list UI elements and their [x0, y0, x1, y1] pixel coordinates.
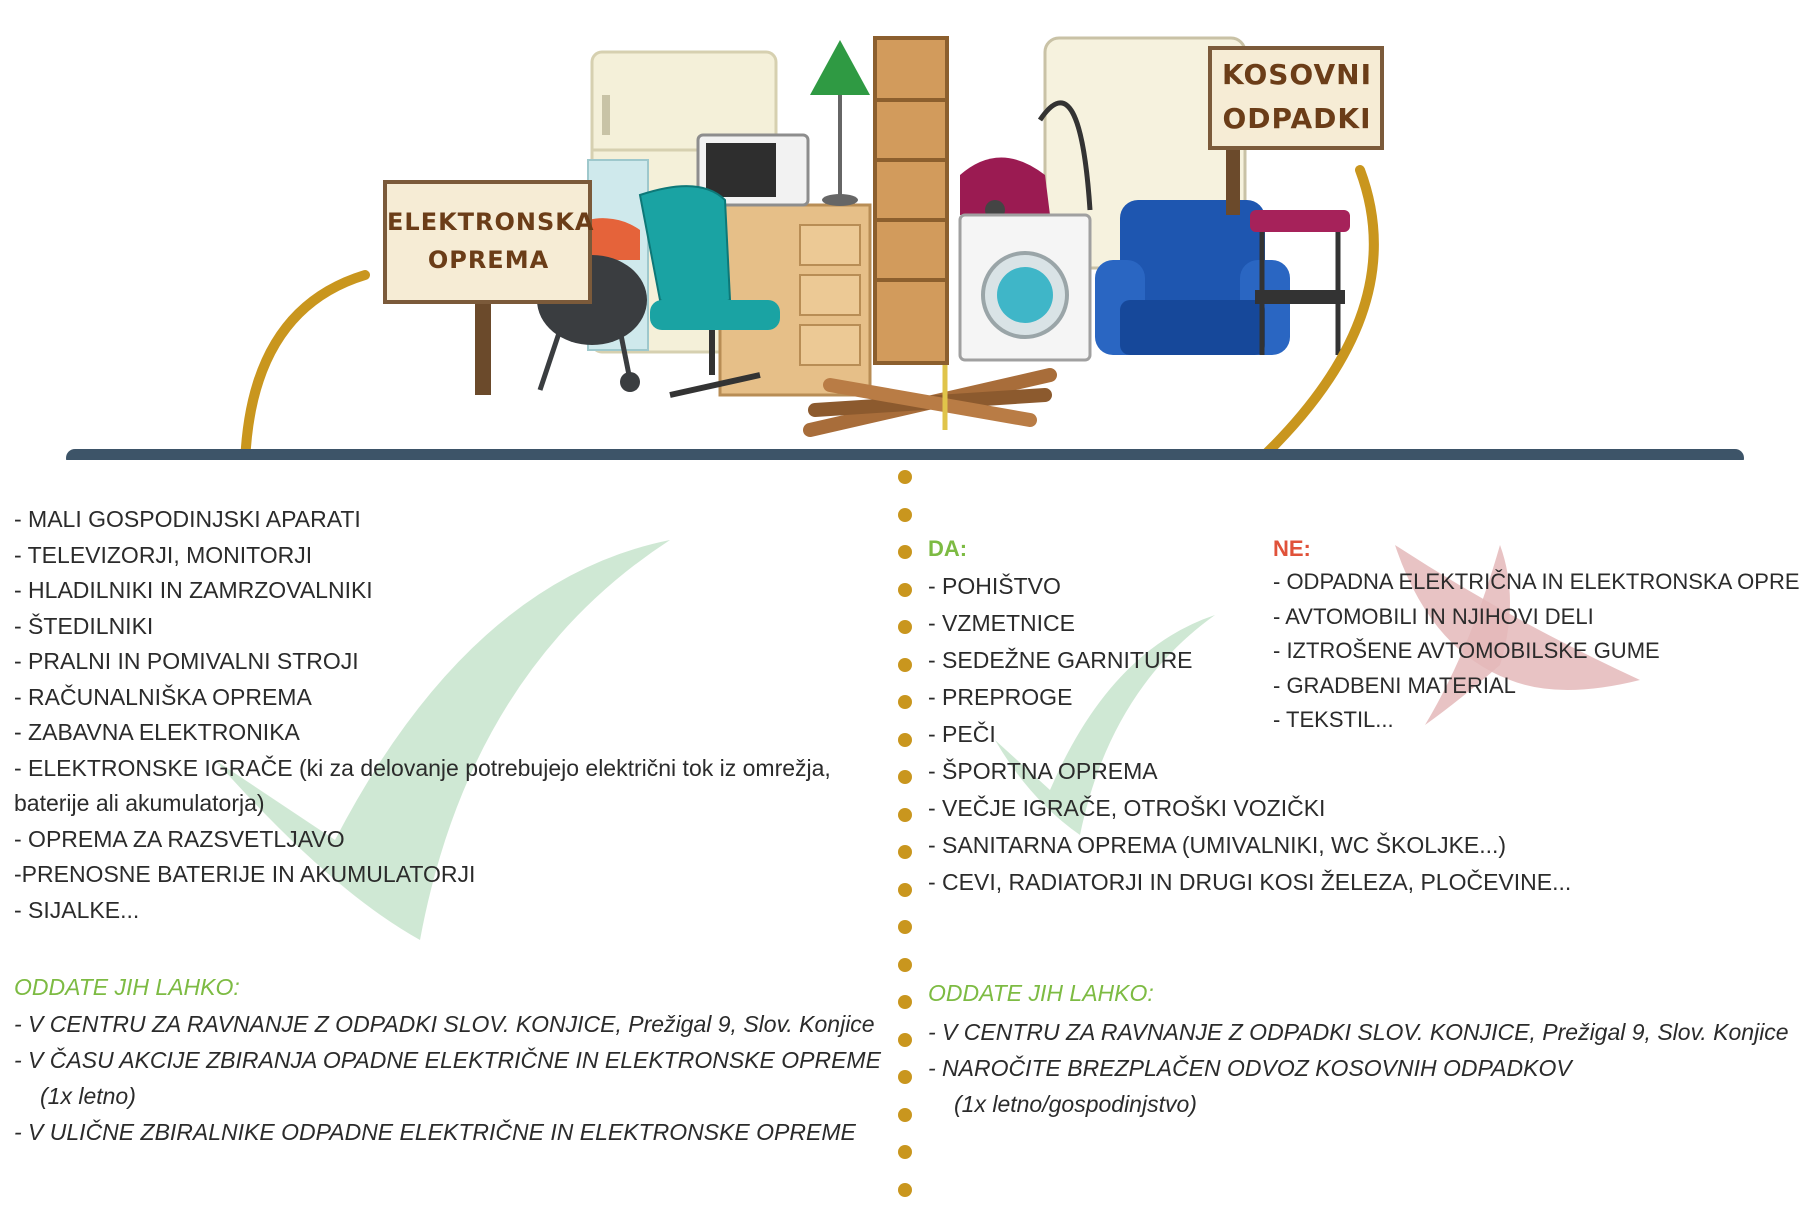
list-item: - ŠTEDILNIKI — [14, 612, 154, 639]
list-item: - IZTROŠENE AVTOMOBILSKE GUME — [1273, 638, 1660, 663]
ne-label: NE: — [1273, 536, 1311, 561]
list-item: - PRALNI IN POMIVALNI STROJI — [14, 648, 359, 674]
bulky-waste-yes-list: - POHIŠTVO - VZMETNICE - SEDEŽNE GARNITU… — [928, 568, 1571, 901]
list-item: - CEVI, RADIATORJI IN DRUGI KOSI ŽELEZA,… — [928, 869, 1572, 895]
list-item: - TEKSTIL... — [1273, 707, 1394, 732]
washing-machine-icon — [958, 213, 1092, 362]
dotted-divider — [898, 470, 914, 1220]
armchair-icon — [1095, 200, 1290, 355]
bookshelf-icon — [873, 36, 949, 365]
list-item: - VEČJE IGRAČE, OTROŠKI VOZIČKI — [928, 795, 1326, 821]
list-item: - SANITARNA OPREMA (UMIVALNIKI, WC ŠKOLJ… — [928, 832, 1507, 858]
sign-left-line2: OPREMA — [427, 246, 550, 274]
list-item: - VZMETNICE — [928, 610, 1075, 636]
vacuum-cleaner-icon — [960, 100, 1093, 220]
list-item: - TELEVIZORJI, MONITORJI — [14, 541, 313, 568]
list-item: - AVTOMOBILI IN NJIHOVI DELI — [1273, 603, 1594, 629]
sign-post-right — [1208, 46, 1384, 215]
sign-right-line1: KOSOVNI — [1222, 58, 1372, 91]
bulky-waste-no-list: - ODPADNA ELEKTRIČNA IN ELEKTRONSKA OPRE… — [1273, 565, 1800, 738]
list-item: - RAČUNALNIŠKA OPREMA — [14, 683, 312, 710]
sign-right-line2: ODPADKI — [1222, 102, 1372, 135]
list-item: - V ČASU AKCIJE ZBIRANJA OPADNE ELEKTRIČ… — [14, 1047, 881, 1073]
list-item: (1x letno) — [40, 1083, 136, 1109]
left-drop-list: - V CENTRU ZA RAVNANJE Z ODPADKI SLOV. K… — [14, 1006, 881, 1150]
list-item: - NAROČITE BREZPLAČEN ODVOZ KOSOVNIH ODP… — [928, 1055, 1572, 1081]
list-item: - V CENTRU ZA RAVNANJE Z ODPADKI SLOV. K… — [928, 1019, 1789, 1045]
electronic-equipment-list: - MALI GOSPODINJSKI APARATI - TELEVIZORJ… — [14, 502, 854, 928]
bulky-waste-illustration — [66, 36, 1744, 460]
right-drop-title: ODDATE JIH LAHKO: — [928, 980, 1154, 1006]
list-item: - SEDEŽNE GARNITURE — [928, 647, 1193, 673]
left-drop-title: ODDATE JIH LAHKO: — [14, 974, 240, 1000]
list-item: - V CENTRU ZA RAVNANJE Z ODPADKI SLOV. K… — [14, 1011, 875, 1037]
list-item: - V ULIČNE ZBIRALNIKE ODPADNE ELEKTRIČNE… — [14, 1119, 856, 1145]
list-item: (1x letno/gospodinjstvo) — [954, 1091, 1197, 1117]
list-item: - PEČI — [928, 721, 996, 747]
firewood-icon — [803, 365, 1057, 437]
bar-stool-icon — [1250, 210, 1350, 355]
right-drop-list: - V CENTRU ZA RAVNANJE Z ODPADKI SLOV. K… — [928, 1014, 1789, 1122]
list-item: - OPREMA ZA RAZSVETLJAVO — [14, 825, 345, 852]
list-item: - ELEKTRONSKE IGRAČE (ki za delovanje po… — [14, 754, 831, 817]
list-item: - PREPROGE — [928, 684, 1073, 710]
list-item: -PRENOSNE BATERIJE IN AKUMULATORJI — [14, 861, 476, 887]
list-item: - SIJALKE... — [14, 896, 140, 923]
office-chair-icon — [638, 185, 780, 398]
list-item: - ŠPORTNA OPREMA — [928, 758, 1158, 784]
list-item: - GRADBENI MATERIAL — [1273, 672, 1516, 698]
list-item: - HLADILNIKI IN ZAMRZOVALNIKI — [14, 577, 373, 603]
list-item: - ZABAVNA ELEKTRONIKA — [14, 719, 300, 745]
sign-post-left — [383, 180, 592, 395]
list-item: - ODPADNA ELEKTRIČNA IN ELEKTRONSKA OPRE… — [1273, 569, 1800, 594]
list-item: - POHIŠTVO — [928, 573, 1061, 599]
da-label: DA: — [928, 536, 968, 561]
list-item: - MALI GOSPODINJSKI APARATI — [14, 506, 361, 532]
microwave-icon — [696, 133, 810, 207]
sign-left-line1: ELEKTRONSKA — [387, 208, 595, 236]
lamp-icon — [810, 40, 870, 206]
